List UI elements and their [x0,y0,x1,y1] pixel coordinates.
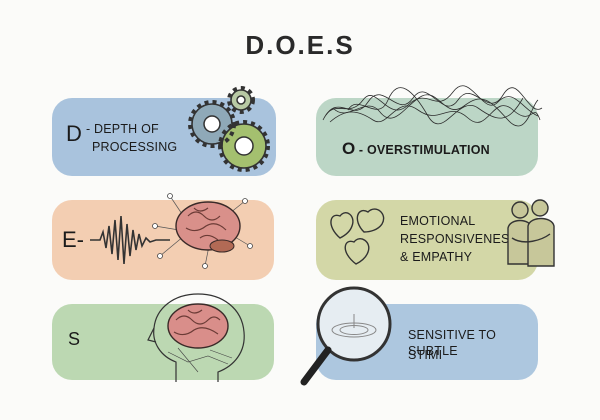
head-brain-icon [147,293,245,382]
letter-o: O [342,139,356,158]
page-title: D.O.E.S [245,30,355,60]
hug-icon [507,199,555,267]
letter-d: D [66,121,82,146]
sound-wave-icon [90,215,170,265]
overstimulation-label: - OVERSTIMULATION [355,143,490,157]
letter-s: S [68,329,81,349]
empathy-line: & EMPATHY [400,250,473,264]
card-s: S [52,304,274,380]
magnifier-icon [300,286,392,386]
gears-icon [188,86,270,172]
depth-of-line: - DEPTH OF [86,122,159,136]
hearts-icon [330,208,385,265]
brain-icon [152,193,253,269]
card-overstimulation: O - OVERSTIMULATION [316,98,538,176]
overstimulation-line: O - OVERSTIMULATION [342,138,490,160]
sensitive-line: SENSITIVE TO SUBTLE [408,328,497,358]
scribble-noise-icon [322,85,543,127]
stimi-line: STIMI [408,348,443,362]
card-emotional-responsiveness: EMOTIONAL RESPONSIVENESS & EMPATHY [316,200,538,280]
letter-e: E- [62,227,84,252]
responsiveness-line: RESPONSIVENESS [400,232,519,246]
emotional-line: EMOTIONAL [400,214,476,228]
processing-line: PROCESSING [92,140,178,154]
